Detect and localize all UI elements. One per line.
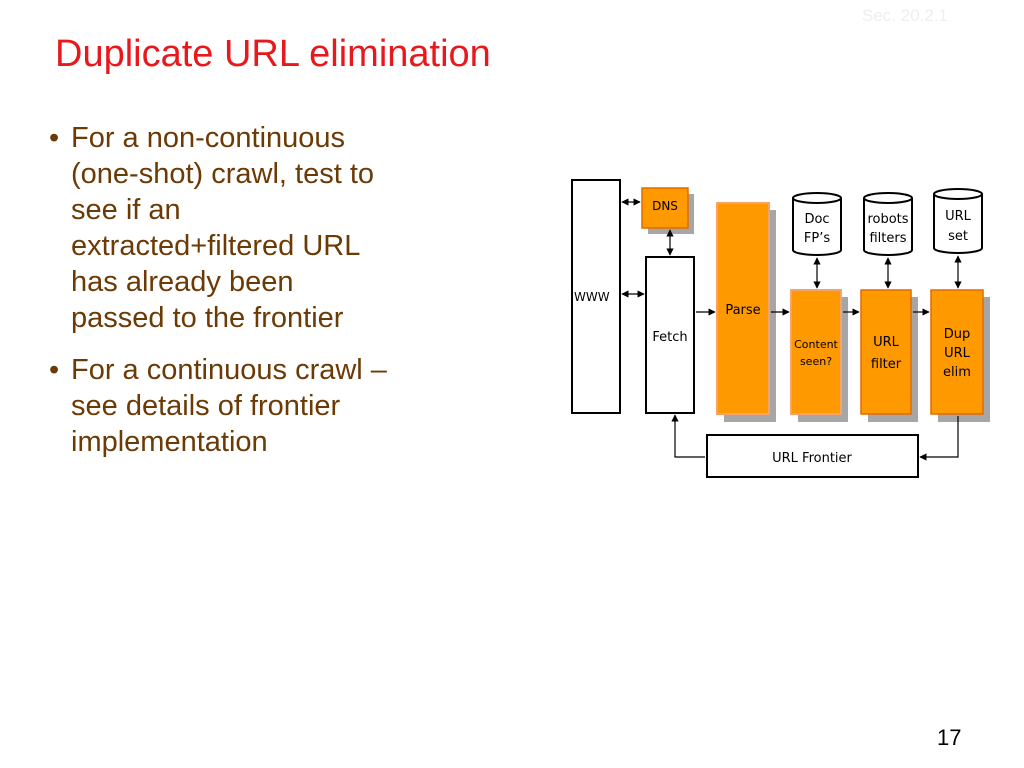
section-reference: Sec. 20.2.1	[862, 6, 949, 25]
robots-filters-database-icon: robots filters	[863, 192, 913, 256]
bullet-list: • For a non-continuous (one-shot) crawl,…	[45, 120, 495, 476]
dns-box: DNS	[641, 187, 694, 234]
dup-url-elim-box: Dup URL elim	[930, 289, 990, 422]
bullet-text: see details of frontier	[71, 390, 341, 422]
parse-box: Parse	[716, 202, 776, 422]
fetch-label: Fetch	[652, 330, 687, 345]
bullet-item: • For a non-continuous (one-shot) crawl,…	[45, 120, 495, 336]
page-number: 17	[937, 725, 962, 750]
url-filter-label: filter	[871, 357, 902, 372]
dup-frontier-arrow	[919, 416, 959, 461]
doc-fps-label: Doc	[804, 212, 829, 227]
robots-filters-label: filters	[869, 231, 906, 246]
crawler-architecture-diagram: WWW DNS Fetch Parse Doc FP’s robots filt…	[571, 179, 990, 478]
bullet-dot-icon: •	[49, 122, 60, 154]
connector-arrows	[621, 198, 962, 461]
dup-url-elim-label: elim	[943, 365, 971, 380]
dns-label: DNS	[652, 199, 678, 213]
frontier-fetch-arrow	[671, 414, 705, 458]
url-filter-label: URL	[873, 335, 900, 350]
url-set-label: URL	[945, 209, 972, 224]
doc-fps-database-icon: Doc FP’s	[792, 192, 842, 256]
parse-label: Parse	[725, 303, 760, 318]
url-frontier-box: URL Frontier	[706, 434, 919, 478]
robots-filters-label: robots	[867, 212, 908, 227]
dup-url-elim-label: Dup	[944, 327, 971, 342]
url-frontier-label: URL Frontier	[772, 451, 852, 466]
www-label: WWW	[574, 290, 610, 304]
slide-title: Duplicate URL elimination	[55, 33, 491, 75]
dup-url-elim-label: URL	[944, 346, 971, 361]
www-box: WWW	[571, 179, 621, 414]
bullet-text: see if an	[71, 194, 181, 226]
bullet-item: • For a continuous crawl – see details o…	[45, 352, 495, 460]
url-set-database-icon: URL set	[933, 188, 983, 254]
bullet-text: has already been	[71, 266, 294, 298]
bullet-text: (one-shot) crawl, test to	[71, 158, 374, 190]
fetch-box: Fetch	[645, 256, 695, 414]
content-seen-label: Content	[794, 338, 838, 351]
url-filter-box: URL filter	[860, 289, 918, 422]
content-seen-label: seen?	[800, 355, 832, 368]
doc-fps-label: FP’s	[804, 231, 830, 246]
bullet-text: implementation	[71, 426, 268, 458]
bullet-text: For a continuous crawl –	[71, 354, 387, 386]
content-seen-box: Content seen?	[790, 289, 848, 422]
bullet-text: extracted+filtered URL	[71, 230, 361, 262]
url-set-label: set	[948, 229, 968, 244]
bullet-dot-icon: •	[49, 354, 60, 386]
bullet-text: passed to the frontier	[71, 302, 344, 334]
bullet-text: For a non-continuous	[71, 122, 346, 154]
